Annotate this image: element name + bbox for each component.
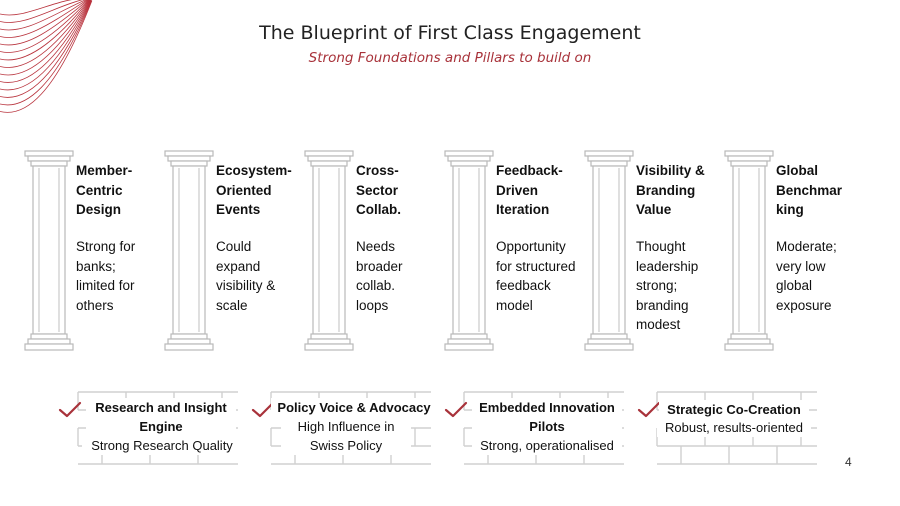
foundation-description: Strong, operationalised xyxy=(472,436,622,455)
foundation-title: Policy Voice & Advocacy xyxy=(271,398,437,417)
foundation-strategic-co-creation: Strategic Co-Creation Robust, results-or… xyxy=(637,388,827,468)
foundation-title: Embedded Innovation Pilots xyxy=(472,398,622,436)
pillar-global-benchmarking: Global Benchmar king Moderate; very low … xyxy=(724,150,864,355)
pillar-title: Feedback- Driven Iteration xyxy=(496,163,563,217)
foundation-embedded-innovation: Embedded Innovation Pilots Strong, opera… xyxy=(444,388,634,468)
pillar-title: Visibility & Branding Value xyxy=(636,163,705,217)
check-icon xyxy=(251,401,275,418)
pillar-icon xyxy=(164,150,214,351)
pillar-description: Opportunity for structured feedback mode… xyxy=(496,239,576,313)
pillar-feedback-driven: Feedback- Driven Iteration Opportunity f… xyxy=(444,150,584,355)
pillar-title: Global Benchmar king xyxy=(776,163,843,217)
pillar-description: Strong for banks; limited for others xyxy=(76,239,136,313)
foundation-description: Strong Research Quality xyxy=(82,436,242,455)
foundation-title: Strategic Co-Creation xyxy=(659,400,809,419)
foundation-research-insight: Research and Insight Engine Strong Resea… xyxy=(58,388,248,468)
foundation-description: High Influence in Swiss Policy xyxy=(281,417,411,455)
check-icon xyxy=(444,401,468,418)
check-icon xyxy=(637,401,661,418)
pillar-ecosystem-events: Ecosystem- Oriented Events Could expand … xyxy=(164,150,304,355)
pillar-description: Could expand visibility & scale xyxy=(216,239,276,313)
pillar-icon xyxy=(724,150,774,351)
pillar-description: Thought leadership strong; branding mode… xyxy=(636,239,699,332)
check-icon xyxy=(58,401,82,418)
pillar-visibility-branding: Visibility & Branding Value Thought lead… xyxy=(584,150,724,355)
pillar-member-centric: Member- Centric Design Strong for banks;… xyxy=(24,150,164,355)
pillar-icon xyxy=(304,150,354,351)
page-title: The Blueprint of First Class Engagement xyxy=(259,22,641,44)
pillar-title: Cross- Sector Collab. xyxy=(356,163,402,217)
pillar-icon xyxy=(24,150,74,351)
pillar-title: Ecosystem- Oriented Events xyxy=(216,163,292,217)
page-number: 4 xyxy=(845,455,852,469)
pillar-description: Needs broader collab. loops xyxy=(356,239,403,313)
foundation-policy-voice: Policy Voice & Advocacy High Influence i… xyxy=(251,388,441,468)
foundation-title: Research and Insight Engine xyxy=(86,398,236,436)
pillar-cross-sector: Cross- Sector Collab. Needs broader coll… xyxy=(304,150,444,355)
page-subtitle: Strong Foundations and Pillars to build … xyxy=(308,50,592,66)
pillar-description: Moderate; very low global exposure xyxy=(776,239,837,313)
pillar-title: Member- Centric Design xyxy=(76,163,133,217)
wave-lines-decoration xyxy=(0,0,93,113)
pillar-icon xyxy=(584,150,634,351)
foundation-description: Robust, results-oriented xyxy=(657,418,811,437)
pillar-icon xyxy=(444,150,494,351)
